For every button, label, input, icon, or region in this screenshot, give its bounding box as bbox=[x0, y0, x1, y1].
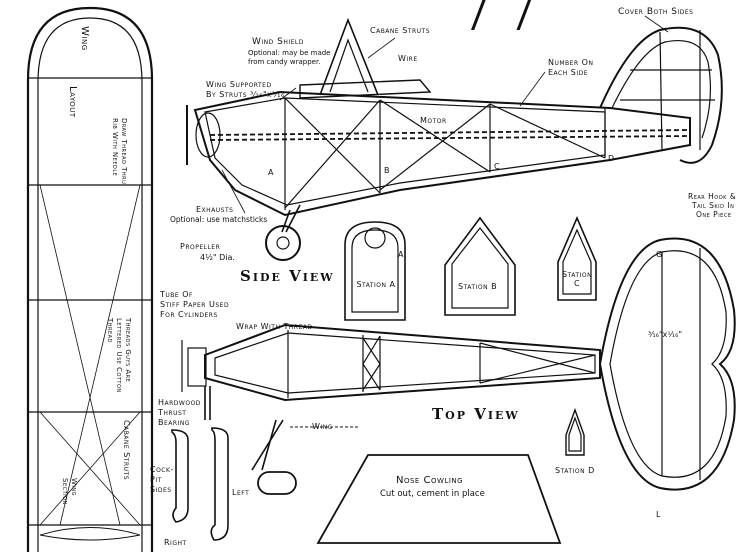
label-each-side: Each Side bbox=[548, 68, 589, 77]
letter-g: G bbox=[656, 250, 663, 259]
label-tube-2: Stiff Paper Used bbox=[160, 300, 230, 309]
label-hardwood-3: Bearing bbox=[158, 418, 190, 427]
label-left: Left bbox=[232, 488, 250, 497]
label-draw-thread: Draw Thread Thru Rib With Needle bbox=[111, 118, 128, 185]
label-nose-cowling: Nose Cowling bbox=[396, 475, 464, 486]
side-view-fuselage bbox=[186, 17, 723, 261]
wing-layout-outline bbox=[26, 6, 154, 552]
label-tail-dim: ³⁄₁₆"x¹⁄₁₆" bbox=[648, 330, 683, 339]
label-wind-shield-note-1: Optional: may be made bbox=[248, 49, 331, 57]
label-wing-layout-1: Wing bbox=[79, 26, 90, 51]
label-exhausts: Exhausts bbox=[196, 205, 234, 214]
label-threads-guys: Threads Guys Are Lettered Use Cotton Thr… bbox=[106, 318, 132, 393]
label-propeller-dia: 4½" Dia. bbox=[200, 253, 235, 262]
station-d-shape bbox=[565, 407, 585, 456]
label-rear-hook-1: Rear Hook & bbox=[688, 192, 737, 201]
label-station-b: Station B bbox=[458, 282, 498, 291]
label-cockpit-3: Sides bbox=[150, 485, 172, 494]
label-wing-layout-2: Layout bbox=[67, 86, 78, 118]
label-wing-supported-2: By Struts ³⁄₁₆"x¹⁄₁₆ bbox=[206, 90, 285, 99]
letter-a-station: A bbox=[398, 250, 404, 259]
label-rear-hook-2: Tail Skid In bbox=[692, 201, 735, 210]
label-right: Right bbox=[164, 538, 187, 547]
label-wing-supported-1: Wing Supported bbox=[206, 80, 272, 89]
label-number-on: Number On bbox=[548, 58, 594, 67]
label-station-a: Station A bbox=[356, 280, 396, 289]
label-cabane-struts: Cabane Struts bbox=[370, 26, 431, 35]
label-cabane-struts-v: Cabane Struts bbox=[122, 420, 131, 481]
label-motor: Motor bbox=[420, 116, 447, 125]
label-station-c: Station C bbox=[562, 270, 593, 288]
label-wrap-thread: Wrap With Thread bbox=[236, 322, 313, 331]
letter-c-side: C bbox=[494, 162, 500, 171]
label-rear-hook-3: One Piece bbox=[696, 210, 732, 219]
label-cockpit-1: Cock- bbox=[150, 465, 174, 474]
nose-cowling-shape bbox=[316, 454, 562, 544]
station-b-shape bbox=[444, 216, 516, 316]
top-view-fuselage bbox=[181, 237, 736, 495]
leader-lines bbox=[221, 15, 669, 214]
label-cover-both-sides: Cover Both Sides bbox=[618, 7, 694, 17]
cockpit-sides-shape bbox=[171, 427, 229, 541]
station-c-shape bbox=[557, 215, 597, 301]
label-station-d: Station D bbox=[555, 466, 595, 475]
label-cockpit-2: Pit bbox=[150, 475, 162, 484]
label-wing-section: Wing Section bbox=[61, 478, 78, 505]
label-tube-3: For Cylinders bbox=[160, 310, 218, 319]
label-hardwood-2: Thrust bbox=[158, 408, 187, 417]
label-wind-shield-note-2: from candy wrapper. bbox=[248, 58, 321, 66]
label-exhausts-note: Optional: use matchsticks bbox=[170, 215, 268, 224]
letter-b-side: B bbox=[384, 166, 390, 175]
label-tube-1: Tube Of bbox=[160, 290, 193, 299]
label-wind-shield: Wind Shield bbox=[252, 37, 304, 47]
letter-l: L bbox=[656, 510, 661, 519]
label-cowling-note: Cut out, cement in place bbox=[380, 489, 485, 499]
top-view-title: Top View bbox=[432, 405, 520, 423]
label-hardwood-1: Hardwood bbox=[158, 398, 201, 407]
side-view-title: Side View bbox=[240, 267, 335, 285]
letter-d-side: D bbox=[608, 154, 615, 163]
label-propeller: Propeller bbox=[180, 242, 221, 251]
label-wing-dim: Wing bbox=[312, 422, 333, 431]
letter-a-side: A bbox=[268, 168, 274, 177]
station-a-shape bbox=[344, 221, 406, 321]
label-wire: Wire bbox=[398, 54, 418, 63]
plane-number: 77 bbox=[458, 0, 549, 45]
